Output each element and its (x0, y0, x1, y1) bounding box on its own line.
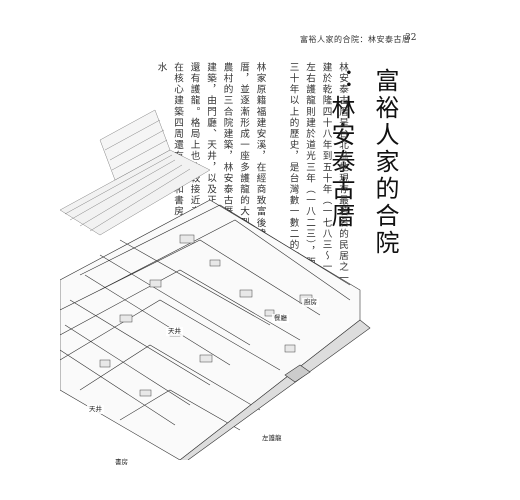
label-kitchen: 廚房 (302, 298, 319, 307)
label-courtyard-upper: 天井 (166, 327, 183, 336)
label-left-wing: 左護龍 (260, 434, 284, 443)
chapter-title: 富裕人家的合院 ：林安泰古厝 (327, 68, 407, 268)
running-header: 富裕人家的合院：林安泰古厝 (300, 35, 411, 44)
chapter-title-line-1: 富裕人家的合院 (371, 68, 399, 257)
roof-hatching (60, 109, 211, 236)
label-study: 書房 (113, 458, 130, 467)
courtyard-house-illustration (60, 109, 371, 460)
label-courtyard-lower: 天井 (87, 405, 104, 414)
body-text: 林安泰古厝是台北盆地現存最著名的民居之一，正身建於乾隆四十八年到五十年（一七八三… (130, 62, 350, 327)
page-number: 32 (405, 33, 417, 43)
paragraph-1: 林安泰古厝是台北盆地現存最著名的民居之一，正身建於乾隆四十八年到五十年（一七八三… (287, 62, 349, 324)
room-walls (60, 204, 351, 431)
paragraph-2: 林家原籍福建安溪，在經商致富後建造了林安泰古厝，並逐漸形成一座多護龍的大型宅第。… (155, 62, 266, 318)
label-dining-room: 餐廳 (272, 314, 289, 323)
chapter-title-line-2: ：林安泰古厝 (327, 68, 355, 230)
